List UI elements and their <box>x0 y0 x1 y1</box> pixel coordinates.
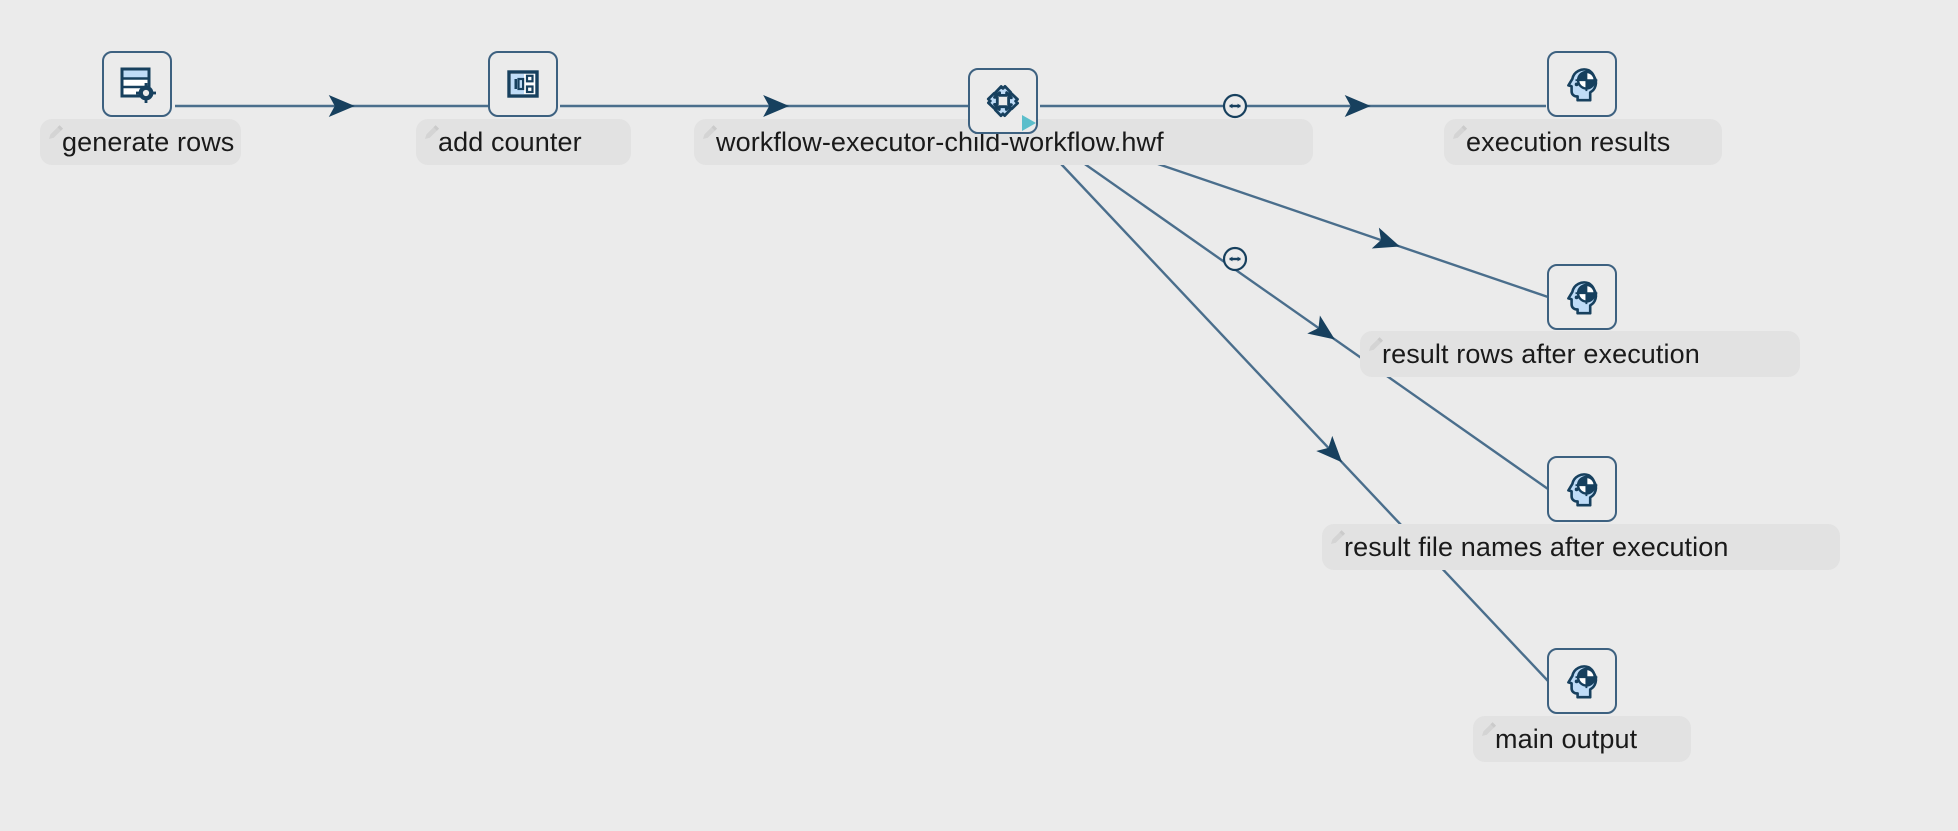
node-workflow-executor[interactable] <box>968 68 1038 134</box>
edge-arrowhead-icon <box>1344 95 1371 117</box>
pencil-icon[interactable] <box>701 123 719 141</box>
node-label-pill-result-file-names[interactable]: result file names after execution <box>1322 524 1840 570</box>
node-label-text: main output <box>1495 723 1638 754</box>
node-label-text: add counter <box>438 126 582 157</box>
run-badge-icon[interactable] <box>1018 112 1040 134</box>
node-label-text: workflow-executor-child-workflow.hwf <box>716 126 1164 157</box>
pencil-icon[interactable] <box>47 123 65 141</box>
node-label-text: result rows after execution <box>1382 338 1700 369</box>
memory-head-icon <box>1560 659 1604 703</box>
node-label-pill-add-counter[interactable]: add counter <box>416 119 631 165</box>
pencil-icon[interactable] <box>1480 720 1498 738</box>
node-label-pill-main-output[interactable]: main output <box>1473 716 1691 762</box>
node-generate-rows[interactable] <box>102 51 172 117</box>
node-add-counter[interactable] <box>488 51 558 117</box>
node-result-file-names[interactable] <box>1547 456 1617 522</box>
edge-executor-to-main-output[interactable] <box>1029 130 1549 682</box>
node-label-text: result file names after execution <box>1344 531 1729 562</box>
node-label-pill-result-rows[interactable]: result rows after execution <box>1360 331 1800 377</box>
edge-executor-to-result-file-names[interactable] <box>1031 126 1549 490</box>
hop-marker-icon[interactable] <box>1222 93 1248 119</box>
node-label-text: generate rows <box>62 126 235 157</box>
pencil-icon[interactable] <box>423 123 441 141</box>
node-result-rows[interactable] <box>1547 264 1617 330</box>
node-label-pill-generate-rows[interactable]: generate rows <box>40 119 241 165</box>
edge-arrowhead-icon <box>763 95 790 117</box>
pencil-icon[interactable] <box>1329 528 1347 546</box>
workflow-executor-icon <box>981 79 1025 123</box>
hop-marker-icon[interactable] <box>1222 246 1248 272</box>
edge-arrowhead-icon <box>1316 435 1343 463</box>
node-execution-results[interactable] <box>1547 51 1617 117</box>
memory-head-icon <box>1560 275 1604 319</box>
node-label-pill-execution-results[interactable]: execution results <box>1444 119 1722 165</box>
pencil-icon[interactable] <box>1367 335 1385 353</box>
counter-sequence-icon <box>501 62 545 106</box>
node-label-text: execution results <box>1466 126 1671 157</box>
node-main-output[interactable] <box>1547 648 1617 714</box>
pencil-icon[interactable] <box>1451 123 1469 141</box>
edge-arrowhead-icon <box>328 95 355 117</box>
edge-arrowhead-icon <box>1307 315 1335 340</box>
memory-head-icon <box>1560 62 1604 106</box>
table-gear-icon <box>115 62 159 106</box>
memory-head-icon <box>1560 467 1604 511</box>
edge-arrowhead-icon <box>1371 227 1400 249</box>
